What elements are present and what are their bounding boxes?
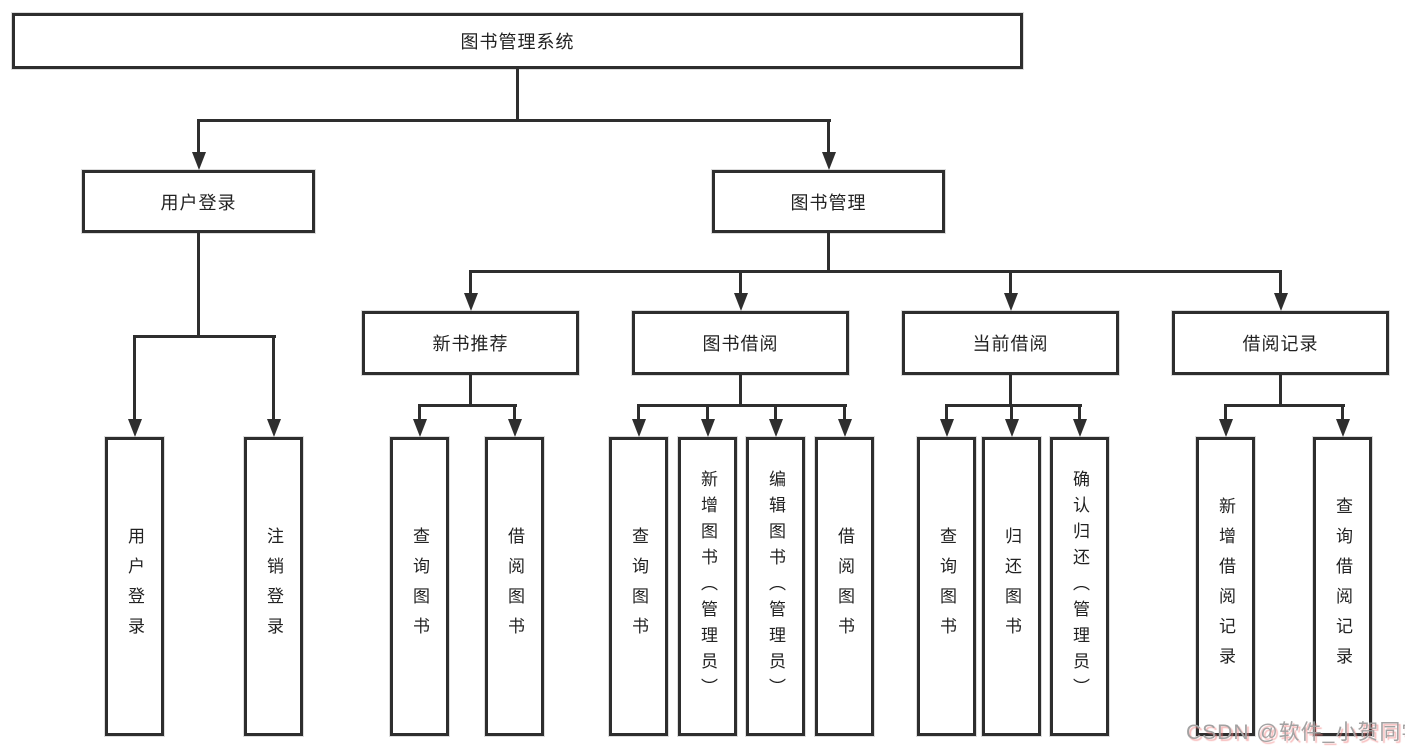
connector-drop [1078, 404, 1081, 423]
node-current-borrow: 当前借阅 [902, 311, 1119, 375]
leaf-user-login: 用户登录 [105, 437, 164, 736]
connector-drop-book-borrow [739, 270, 742, 297]
connector-level3-bus [469, 270, 1282, 273]
node-borrow-records: 借阅记录 [1172, 311, 1389, 375]
arrowhead [1073, 419, 1087, 437]
leaf-label: 确认归还（管理员） [1070, 469, 1089, 704]
leaf-query-books-current: 查询图书 [917, 437, 976, 736]
leaf-label: 查询图书 [937, 526, 956, 647]
node-user-login: 用户登录 [82, 170, 315, 233]
leaf-confirm-return-admin: 确认归还（管理员） [1050, 437, 1109, 736]
arrowhead-user-login [192, 152, 206, 170]
connector-drop-new-book-recommend [469, 270, 472, 297]
connector-drop-leaf-logout [272, 335, 275, 423]
node-new-book-recommend: 新书推荐 [362, 311, 579, 375]
arrowhead [1336, 419, 1350, 437]
leaf-label: 借阅图书 [505, 526, 524, 647]
arrowhead [940, 419, 954, 437]
connector-drop [513, 404, 516, 423]
leaf-label: 用户登录 [125, 526, 144, 647]
node-library-management-system: 图书管理系统 [12, 13, 1023, 69]
node-book-management: 图书管理 [712, 170, 945, 233]
leaf-label: 新增图书（管理员） [698, 469, 717, 704]
connector-drop [706, 404, 709, 423]
connector-current-borrow-stem [1009, 374, 1012, 407]
connector-drop-leaf-user-login [133, 335, 136, 423]
leaf-label: 归还图书 [1002, 526, 1021, 647]
leaf-label: 查询图书 [410, 526, 429, 647]
connector-drop [1010, 404, 1013, 423]
node-label: 图书管理系统 [460, 32, 575, 52]
arrowhead [1219, 419, 1233, 437]
leaf-edit-books-admin: 编辑图书（管理员） [746, 437, 805, 736]
leaf-label: 查询图书 [629, 526, 648, 647]
leaf-add-books-admin: 新增图书（管理员） [678, 437, 737, 736]
leaf-logout: 注销登录 [244, 437, 303, 736]
leaf-label: 查询借阅记录 [1333, 496, 1352, 677]
node-label: 新书推荐 [432, 334, 509, 354]
connector-book-borrow-bus [637, 404, 847, 407]
connector-user-login-bus [133, 335, 276, 338]
csdn-watermark: CSDN @软件_小贺同学 [1186, 721, 1405, 744]
connector-drop-user-login [197, 119, 200, 155]
leaf-query-borrow-record: 查询借阅记录 [1313, 437, 1372, 736]
connector-new-book-recommend-stem [469, 374, 472, 407]
connector-drop [774, 404, 777, 423]
connector-drop [843, 404, 846, 423]
leaf-borrow-books-recommend: 借阅图书 [485, 437, 544, 736]
arrowhead-book-borrow [734, 293, 748, 311]
arrowhead [508, 419, 522, 437]
node-label: 借阅记录 [1242, 334, 1319, 354]
connector-root-stem [516, 66, 519, 122]
leaf-return-books: 归还图书 [982, 437, 1041, 736]
arrowhead [632, 419, 646, 437]
arrowhead [769, 419, 783, 437]
connector-drop [1341, 404, 1344, 423]
leaf-add-borrow-record: 新增借阅记录 [1196, 437, 1255, 736]
connector-book-borrow-stem [739, 374, 742, 407]
arrowhead [413, 419, 427, 437]
node-label: 图书管理 [790, 192, 867, 213]
connector-drop [637, 404, 640, 423]
leaf-label: 新增借阅记录 [1216, 496, 1235, 677]
arrowhead-leaf-user-login [128, 419, 142, 437]
arrowhead-new-book-recommend [464, 293, 478, 311]
connector-new-book-recommend-bus [418, 404, 517, 407]
leaf-label: 编辑图书（管理员） [766, 469, 785, 704]
arrowhead-current-borrow [1004, 293, 1018, 311]
node-label: 用户登录 [160, 192, 237, 213]
leaf-query-books-borrow: 查询图书 [609, 437, 668, 736]
leaf-label: 借阅图书 [835, 526, 854, 647]
connector-current-borrow-bus [945, 404, 1082, 407]
arrowhead-borrow-records [1274, 293, 1288, 311]
connector-drop [945, 404, 948, 423]
node-label: 图书借阅 [702, 334, 779, 354]
connector-borrow-records-stem [1279, 374, 1282, 407]
arrowhead [838, 419, 852, 437]
connector-user-login-stem [197, 232, 200, 338]
arrowhead-leaf-logout [267, 419, 281, 437]
connector-book-management-stem [827, 232, 830, 273]
leaf-query-books-recommend: 查询图书 [390, 437, 449, 736]
connector-drop [1224, 404, 1227, 423]
connector-level2-bus [197, 119, 831, 122]
connector-drop-book-management [827, 119, 830, 155]
arrowhead [1005, 419, 1019, 437]
leaf-borrow-books: 借阅图书 [815, 437, 874, 736]
arrowhead-book-management [822, 152, 836, 170]
connector-drop-borrow-records [1279, 270, 1282, 297]
node-book-borrow: 图书借阅 [632, 311, 849, 375]
node-label: 当前借阅 [972, 334, 1049, 354]
connector-drop-current-borrow [1009, 270, 1012, 297]
leaf-label: 注销登录 [264, 526, 283, 647]
arrowhead [701, 419, 715, 437]
connector-drop [418, 404, 421, 423]
connector-borrow-records-bus [1224, 404, 1345, 407]
